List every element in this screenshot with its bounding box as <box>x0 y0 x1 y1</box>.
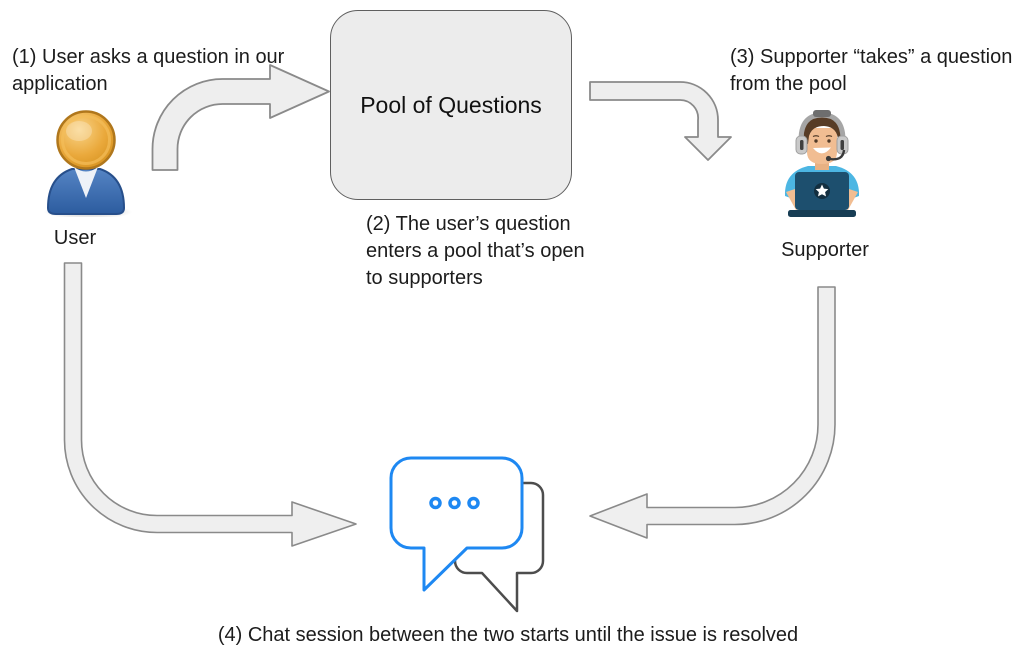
chat-bubble-front <box>389 456 524 592</box>
curved-arrow-right-icon <box>151 64 330 171</box>
step4-caption: (4) Chat session between the two starts … <box>217 624 799 646</box>
user-node-label: User <box>53 227 97 249</box>
step2-caption: (2) The user’s question enters a pool th… <box>366 213 585 289</box>
pool-of-questions-node: Pool of Questions <box>330 10 572 200</box>
supporter-node-label: Supporter <box>781 239 869 261</box>
headset-mic <box>829 149 846 161</box>
user-icon <box>44 110 132 217</box>
supporter-smile <box>813 147 831 154</box>
chat-bubbles-icon <box>389 456 545 613</box>
elbow-arrow-left-icon <box>589 286 836 539</box>
pool-node-label: Pool of Questions <box>360 91 542 118</box>
supporter-face <box>807 128 837 164</box>
star-icon <box>815 184 829 197</box>
supporter-hair <box>803 114 842 144</box>
user-collar <box>74 167 98 198</box>
curved-arrow-down-icon <box>589 81 732 161</box>
elbow-arrow-right-icon <box>63 262 357 547</box>
chat-typing-dots <box>429 496 480 510</box>
step3-caption: (3) Supporter “takes” a question from th… <box>730 46 1013 95</box>
user-head <box>56 110 116 170</box>
step1-caption: (1) User asks a question in our applicat… <box>12 46 285 95</box>
laptop-base <box>788 210 856 217</box>
supporter-headset-icon <box>784 110 860 217</box>
